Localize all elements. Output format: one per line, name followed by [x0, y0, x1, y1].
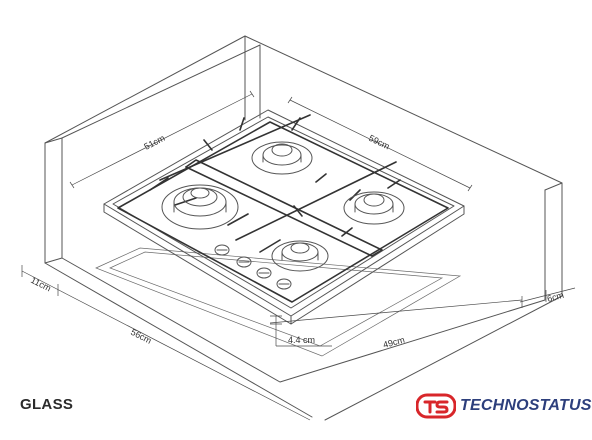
dimension-label-49cm: 49cm [382, 335, 406, 350]
material-label: GLASS [20, 396, 74, 413]
control-knobs [214, 244, 292, 290]
burner-wok [161, 184, 239, 230]
dimension-label-height: 4.4 cm [288, 335, 315, 345]
dimension-label-6cm: 6cm [546, 290, 565, 304]
dimension-label-11cm: 11cm [29, 275, 53, 294]
dimension-label-59cm: 59cm [367, 133, 391, 152]
burner-rear [251, 141, 313, 175]
dimension-label-56cm: 56cm [129, 327, 153, 346]
burner-right [343, 191, 405, 225]
brand-logo: TECHNOSTATUS [416, 392, 592, 420]
dimension-label-51cm: 51cm [142, 133, 166, 152]
worktop-niche-outline [44, 35, 563, 421]
hob-body [103, 109, 465, 325]
brand-name: TECHNOSTATUS [460, 397, 592, 414]
burner-front [271, 240, 329, 272]
dimension-lines [21, 90, 576, 421]
technostatus-logo-icon [416, 393, 456, 419]
